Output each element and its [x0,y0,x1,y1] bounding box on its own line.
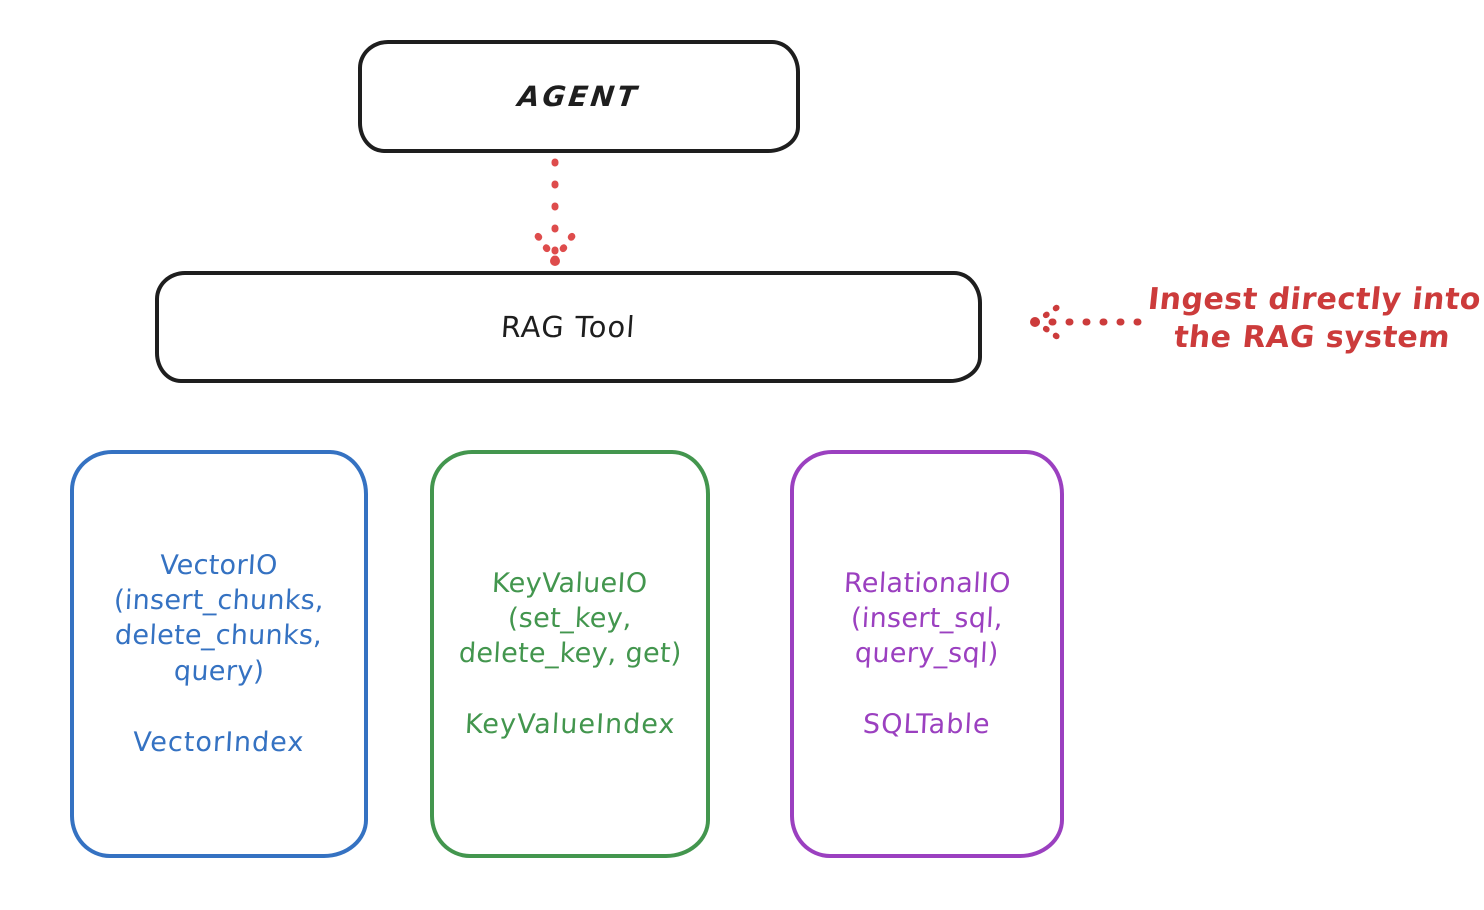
node-rag-tool-label: RAG Tool [500,310,637,344]
key-value-io-line-1: KeyValueIO [491,567,649,599]
arrowhead-upper-barb [1033,301,1065,325]
relational-io-index-label: SQLTable [862,709,992,741]
arrowhead-right-barb [551,228,579,264]
node-relational-io-text: RelationalIO (insert_sql, query_sql) SQL… [800,566,1054,742]
vector-io-line-2: (insert_chunks, [113,585,325,617]
vector-io-index-label: VectorIndex [132,726,306,758]
arrowhead-lower-barb [1033,319,1065,343]
vector-io-line-3: delete_chunks, [114,620,324,652]
vector-io-line-1: VectorIO [159,550,279,582]
annotation-ingest-line-1: Ingest directly into [1146,282,1483,317]
node-key-value-io[interactable]: KeyValueIO (set_key, delete_key, get) Ke… [430,450,710,858]
node-relational-io[interactable]: RelationalIO (insert_sql, query_sql) SQL… [790,450,1064,858]
node-agent[interactable]: AGENT [358,40,800,153]
annotation-ingest: Ingest directly into the RAG system [1146,281,1483,358]
key-value-io-line-3: delete_key, get) [457,638,683,669]
relational-io-line-2: (insert_sql, [850,602,1004,634]
relational-io-line-1: RelationalIO [842,567,1012,599]
key-value-io-line-2: (set_key, [507,602,633,634]
node-rag-tool[interactable]: RAG Tool [155,271,982,383]
key-value-io-index-label: KeyValueIndex [463,709,677,741]
node-vector-io[interactable]: VectorIO (insert_chunks, delete_chunks, … [70,450,368,858]
arrowhead-tip [550,256,560,266]
relational-io-line-3: query_sql) [854,638,1000,669]
vector-io-line-4: query) [173,655,265,687]
arrowhead-tip-left [1030,317,1040,327]
node-vector-io-text: VectorIO (insert_chunks, delete_chunks, … [80,548,358,759]
annotation-ingest-line-2: the RAG system [1172,320,1453,356]
arrowhead-left-barb [531,228,559,264]
node-agent-label: AGENT [516,80,642,113]
connector-agent-to-rag-tool [531,158,579,266]
connector-ingest-to-rag-tool [1030,301,1142,343]
node-key-value-io-text: KeyValueIO (set_key, delete_key, get) Ke… [440,566,700,742]
